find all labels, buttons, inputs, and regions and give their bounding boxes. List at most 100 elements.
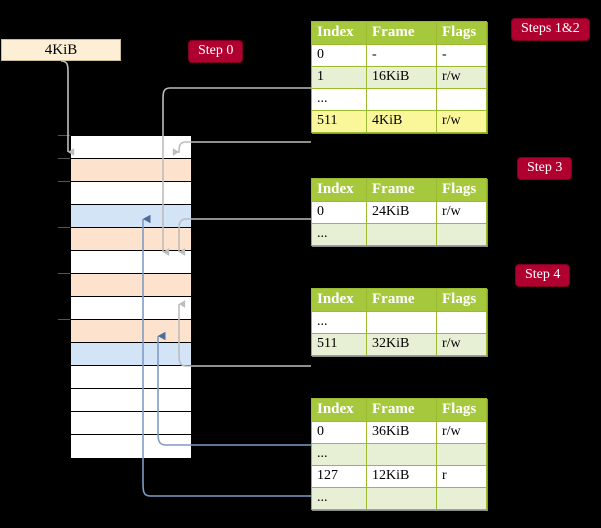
memory-frame-row — [71, 182, 191, 205]
cell-frame: 24KiB — [366, 201, 437, 224]
table-row: ... — [311, 88, 487, 111]
memory-frame-row — [71, 159, 191, 182]
cell-frame: 32KiB — [366, 333, 437, 356]
cell-flags: r — [436, 465, 487, 488]
cell-frame: 4KiB — [366, 110, 437, 133]
column-header-index: Index — [311, 398, 367, 422]
step-label-steps-1-and-2: Steps 1&2 — [512, 19, 589, 41]
cell-frame: - — [366, 44, 437, 67]
cell-index: 511 — [311, 110, 367, 133]
cell-flags: r/w — [436, 201, 487, 224]
cell-index: 0 — [311, 44, 367, 67]
memory-frame-row — [71, 320, 191, 343]
table-row: ... — [311, 487, 487, 510]
cell-frame — [366, 487, 437, 510]
memory-frame-row — [71, 343, 191, 366]
table-row: ... — [311, 443, 487, 466]
column-header-flags: Flags — [436, 288, 487, 312]
cell-index: 511 — [311, 333, 367, 356]
table-row: 0-- — [311, 44, 487, 67]
cell-frame: 36KiB — [366, 421, 437, 444]
step-label-step-0: Step 0 — [189, 41, 243, 63]
cell-frame: 16KiB — [366, 66, 437, 89]
physical-memory-column — [70, 135, 191, 458]
memory-frame-tick — [58, 273, 70, 274]
memory-frame-tick — [58, 135, 70, 136]
cell-flags — [436, 487, 487, 510]
column-header-frame: Frame — [366, 398, 437, 422]
memory-frame-tick — [58, 158, 70, 159]
cell-frame: 12KiB — [366, 465, 437, 488]
cell-index: ... — [311, 88, 367, 111]
cell-flags: r/w — [436, 110, 487, 133]
column-header-frame: Frame — [366, 288, 437, 312]
cell-flags: r/w — [436, 66, 487, 89]
table-header-row: Index Frame Flags — [311, 21, 487, 45]
cell-index: 0 — [311, 421, 367, 444]
step-label-step-3: Step 3 — [518, 158, 572, 180]
wire-level3-row0-to-frame — [178, 218, 311, 256]
column-header-index: Index — [311, 288, 367, 312]
memory-frame-row — [71, 228, 191, 251]
cell-flags — [436, 311, 487, 334]
cell-index: ... — [311, 443, 367, 466]
cell-frame — [366, 311, 437, 334]
memory-frame-row — [71, 136, 191, 159]
memory-frame-row — [71, 205, 191, 228]
cell-index: 1 — [311, 66, 367, 89]
table-row: ... — [311, 223, 487, 246]
column-header-flags: Flags — [436, 398, 487, 422]
step-label-step-4: Step 4 — [516, 265, 570, 287]
memory-frame-tick — [58, 227, 70, 228]
column-header-frame: Frame — [366, 178, 437, 202]
cell-flags: r/w — [436, 421, 487, 444]
memory-frame-tick — [58, 319, 70, 320]
column-header-index: Index — [311, 178, 367, 202]
memory-frame-row — [71, 274, 191, 297]
cell-flags — [436, 88, 487, 111]
memory-frame-row — [71, 389, 191, 412]
cell-flags: r/w — [436, 333, 487, 356]
cell-index: 0 — [311, 201, 367, 224]
table-header-row: Index Frame Flags — [311, 178, 487, 202]
cell-index: 127 — [311, 465, 367, 488]
memory-frame-row — [71, 251, 191, 274]
memory-frame-row — [71, 435, 191, 458]
column-header-flags: Flags — [436, 178, 487, 202]
cell-flags — [436, 223, 487, 246]
wire-step0-source-to-frame — [60, 60, 75, 156]
cell-index: ... — [311, 487, 367, 510]
memory-frame-tick — [58, 181, 70, 182]
memory-frame-row — [71, 366, 191, 389]
cell-index: ... — [311, 223, 367, 246]
source-frame-label: 4KiB — [44, 41, 78, 58]
cell-frame — [366, 443, 437, 466]
cell-frame — [366, 223, 437, 246]
cell-frame — [366, 88, 437, 111]
cell-index: ... — [311, 311, 367, 334]
wire-level2-row511-to-frame — [178, 300, 311, 367]
column-header-flags: Flags — [436, 21, 487, 45]
cell-flags: - — [436, 44, 487, 67]
table-row: ... — [311, 311, 487, 334]
memory-frame-row — [71, 297, 191, 320]
memory-frame-row — [71, 412, 191, 435]
source-frame-box: 4KiB — [1, 39, 121, 61]
column-header-index: Index — [311, 21, 367, 45]
cell-flags — [436, 443, 487, 466]
